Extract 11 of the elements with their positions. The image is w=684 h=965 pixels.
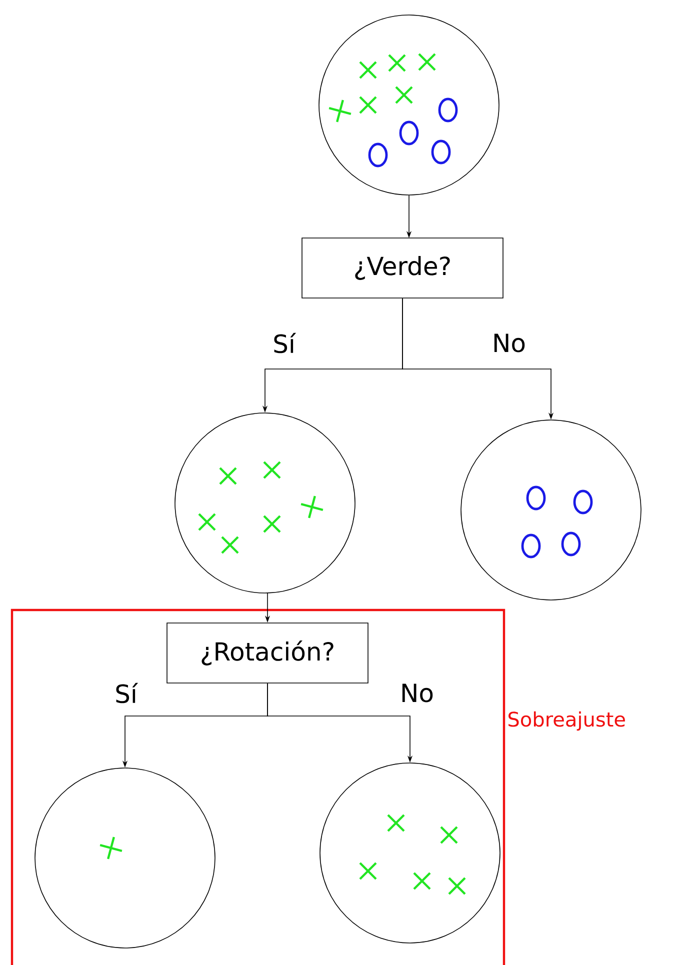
edge-label: Sí [272,332,296,354]
data-circle [320,762,500,944]
edge-label: No [491,332,527,354]
data-circle [460,420,642,600]
data-circle [174,412,356,594]
question-box: ¿Verde? [302,238,504,298]
data-circle [318,14,500,196]
edge-label: Sí [114,682,138,704]
data-circle [34,768,216,948]
question-box: ¿Rotación? [166,622,368,684]
edge-label: No [399,682,435,704]
